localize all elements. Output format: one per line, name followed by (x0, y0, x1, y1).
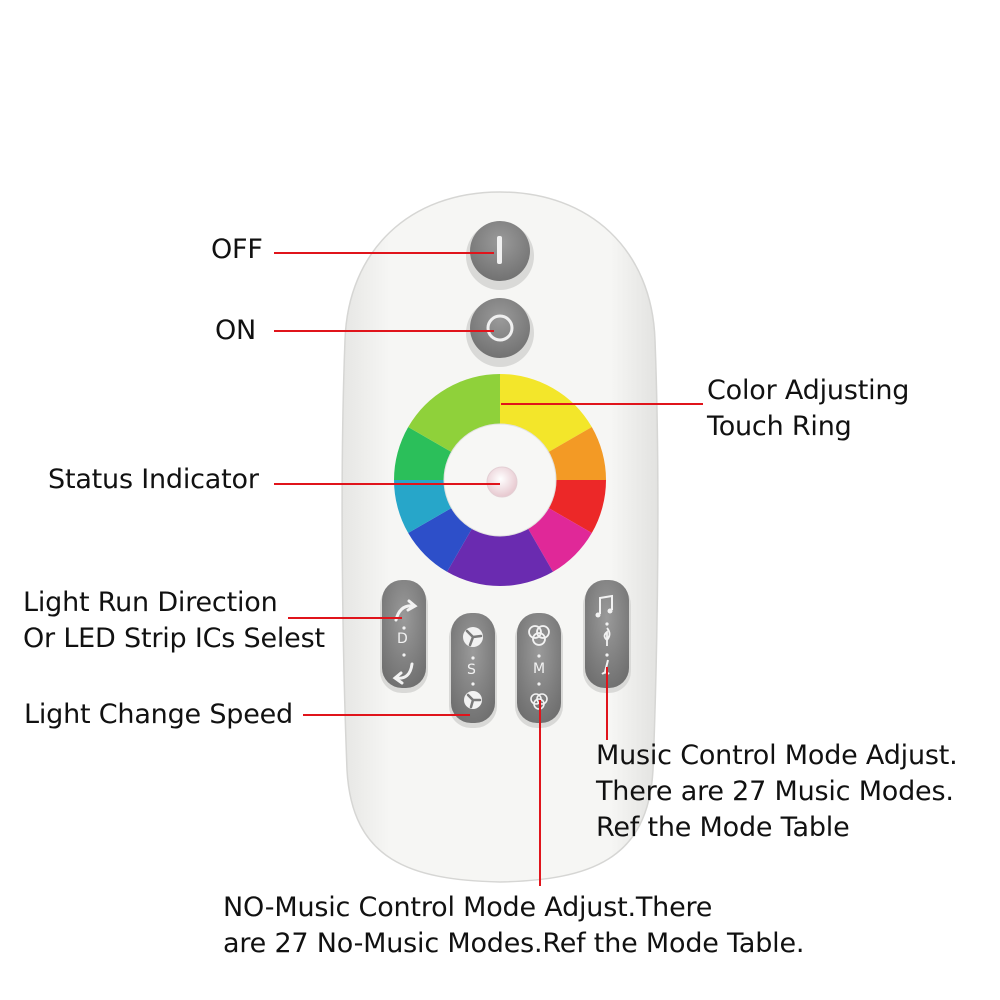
m-button-letter: M (533, 661, 546, 677)
treble-clef-icon (603, 627, 611, 646)
direction-label: Light Run Direction Or LED Strip ICs Sel… (23, 587, 325, 654)
status-indicator-label: Status Indicator (48, 464, 259, 495)
music-button[interactable] (583, 580, 631, 693)
speed-button[interactable] (449, 613, 497, 728)
on-button[interactable] (466, 298, 534, 367)
d-button-letter: D (397, 631, 408, 647)
color-touch-ring[interactable] (380, 360, 620, 600)
leader-lines (274, 252, 703, 886)
slow-speed-icon (464, 691, 482, 709)
curved-arrow-down-icon (392, 662, 414, 685)
fast-speed-icon (463, 627, 483, 647)
music-mode-label: Music Control Mode Adjust. There are 27 … (596, 740, 958, 843)
power-off-bar-icon (497, 236, 502, 264)
music-note-icon (599, 594, 613, 614)
on-label: ON (215, 315, 257, 346)
no-music-mode-label: NO-Music Control Mode Adjust.There are 2… (223, 892, 805, 959)
touch-ring-label: Color Adjusting Touch Ring (707, 375, 910, 442)
power-on-circle-icon (486, 314, 514, 342)
status-indicator (486, 466, 518, 498)
off-button[interactable] (466, 221, 534, 290)
speed-label: Light Change Speed (24, 699, 293, 730)
s-button-letter: S (467, 662, 476, 678)
off-label: OFF (211, 234, 263, 265)
mode-button[interactable] (515, 613, 563, 728)
triple-circle-icon (528, 625, 550, 646)
direction-button[interactable] (380, 580, 428, 693)
